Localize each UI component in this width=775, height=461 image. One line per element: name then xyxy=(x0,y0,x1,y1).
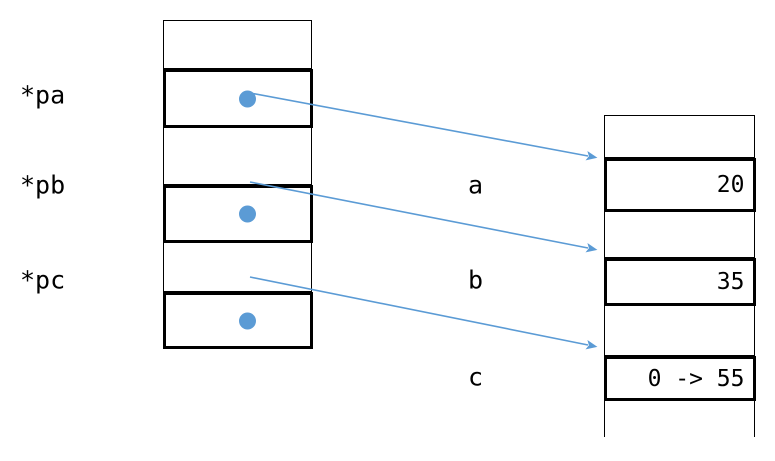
value-row-empty-4 xyxy=(605,401,754,438)
value-row-empty-2 xyxy=(605,212,754,258)
pointer-dot-pa xyxy=(238,90,256,107)
pointer-row-empty-1 xyxy=(164,21,311,69)
value-row-a[interactable]: 20 xyxy=(603,158,756,212)
variable-label-a: a xyxy=(468,170,484,200)
variable-label-b: b xyxy=(468,265,484,295)
value-cell-b: 35 xyxy=(716,269,745,295)
pointer-row-pc[interactable] xyxy=(162,292,313,349)
value-memory-block: 20 35 0 -> 55 xyxy=(603,115,756,438)
pointer-label-pb: *pb xyxy=(20,170,66,200)
value-cell-c: 0 -> 55 xyxy=(647,365,745,392)
variable-label-c: c xyxy=(468,362,484,392)
pointer-memory-block xyxy=(162,20,313,349)
pointer-label-pc: *pc xyxy=(20,265,66,295)
value-row-b[interactable]: 35 xyxy=(603,258,756,306)
pointer-label-pa: *pa xyxy=(20,80,66,110)
value-row-empty-1 xyxy=(605,116,754,158)
pointer-dot-pb xyxy=(238,205,256,223)
pointer-row-pb[interactable] xyxy=(162,185,313,243)
value-row-c[interactable]: 0 -> 55 xyxy=(603,356,756,401)
value-cell-a: 20 xyxy=(716,172,745,198)
pointer-row-empty-3 xyxy=(164,243,311,292)
pointer-row-empty-2 xyxy=(164,128,311,185)
pointer-row-pa[interactable] xyxy=(162,69,313,128)
value-row-empty-3 xyxy=(605,306,754,356)
pointer-dot-pc xyxy=(238,312,256,329)
